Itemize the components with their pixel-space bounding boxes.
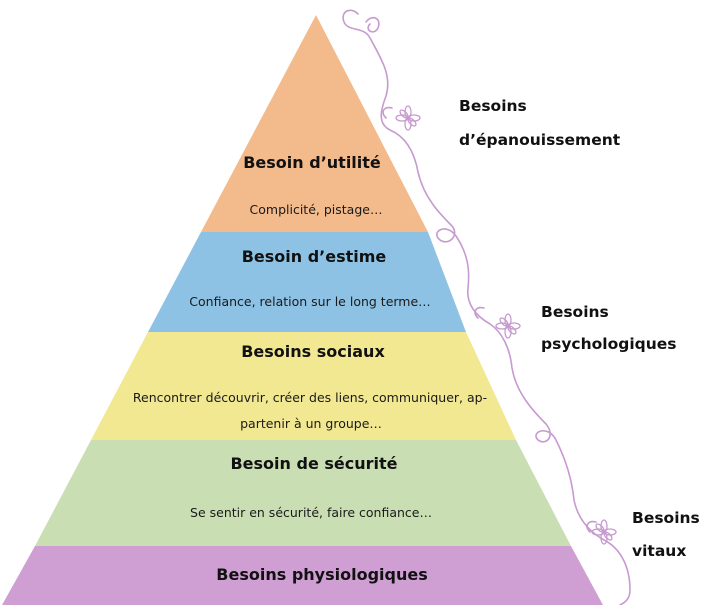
band-physiological bbox=[2, 546, 603, 605]
flower-icon bbox=[591, 519, 617, 545]
level-desc-utility: Complicité, pistage… bbox=[250, 202, 383, 217]
side-label-psychological-line1: Besoins bbox=[541, 303, 609, 321]
pyramid-bands bbox=[2, 15, 603, 605]
level-texts: Besoin d’utilité Complicité, pistage… Be… bbox=[133, 153, 487, 584]
swirl-curl-3 bbox=[586, 520, 597, 533]
band-utility bbox=[201, 15, 428, 232]
level-desc-social-line1: Rencontrer découvrir, créer des liens, c… bbox=[133, 390, 487, 405]
band-security bbox=[35, 440, 571, 546]
swirl-curl-1 bbox=[382, 106, 393, 119]
level-title-security: Besoin de sécurité bbox=[230, 454, 397, 473]
side-label-vital-line1: Besoins bbox=[632, 509, 700, 527]
level-desc-security: Se sentir en sécurité, faire confiance… bbox=[190, 505, 432, 520]
swirl-ornament bbox=[342, 9, 631, 605]
level-desc-social-line2: partenir à un groupe… bbox=[240, 416, 382, 431]
side-label-vital-line2: vitaux bbox=[632, 542, 686, 560]
swirl-line bbox=[342, 9, 631, 605]
level-title-social: Besoins sociaux bbox=[241, 342, 385, 361]
flower-icon bbox=[395, 105, 421, 131]
side-label-fulfillment-line1: Besoins bbox=[459, 97, 527, 115]
side-label-fulfillment-line2: d’épanouissement bbox=[459, 131, 621, 149]
swirl-curl-top bbox=[365, 16, 380, 33]
band-social bbox=[91, 332, 516, 440]
flower-icon bbox=[495, 313, 521, 339]
side-label-psychological-line2: psychologiques bbox=[541, 335, 677, 353]
level-title-utility: Besoin d’utilité bbox=[243, 153, 381, 172]
level-title-esteem: Besoin d’estime bbox=[242, 247, 387, 266]
level-title-physiological: Besoins physiologiques bbox=[216, 565, 427, 584]
level-desc-esteem: Confiance, relation sur le long terme… bbox=[189, 294, 430, 309]
band-esteem bbox=[148, 232, 466, 332]
flower-ornaments bbox=[395, 105, 617, 545]
side-labels: Besoins d’épanouissement Besoins psychol… bbox=[459, 97, 700, 560]
swirl-curl-2 bbox=[474, 306, 485, 319]
